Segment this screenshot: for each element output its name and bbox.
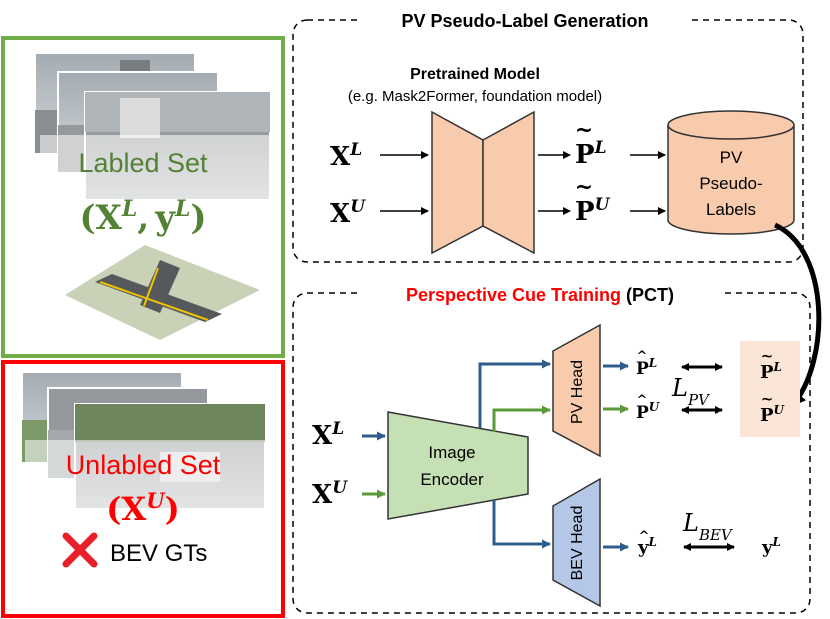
arrow-encoder-to-pvhead-unlabeled — [492, 405, 551, 432]
svg-text:PL: PL — [575, 138, 607, 170]
db-label-line-1: PV — [720, 148, 743, 167]
pv-head-label: PV Head — [569, 360, 586, 424]
pct-panel: Perspective Cue Training(PCT) XL XU Imag… — [292, 280, 811, 614]
svg-text:PU: PU — [760, 403, 786, 426]
unlabeled-set-title: Unlabled Set — [66, 450, 221, 480]
unlabeled-set-panel: Unlabled Set (XU) BEV GTs — [1, 360, 285, 618]
svg-text:yL: yL — [637, 535, 657, 558]
svg-text:PL: PL — [636, 356, 657, 379]
pretrained-model-shape — [431, 110, 535, 255]
db-label-line-2: Pseudo- — [699, 174, 762, 193]
svg-text:~: ~ — [761, 390, 774, 408]
pv-pseudo-labels-database: PV Pseudo- Labels — [667, 110, 795, 235]
pseudo-label-supervision-arrow — [773, 222, 822, 407]
pv-loss-label: LPV — [671, 374, 711, 409]
labeled-set-title: Labled Set — [78, 148, 208, 178]
pretrained-model-subtitle: (e.g. Mask2Former, foundation model) — [348, 88, 602, 105]
pv-pred-pu: ^ PU — [636, 393, 661, 423]
pct-input-xu: XU — [312, 478, 348, 510]
arrow-encoder-to-bevhead — [492, 500, 551, 549]
bev-loss-label: LBEV — [682, 509, 734, 544]
pv-head: PV Head — [552, 323, 601, 458]
pv-generation-title: PV Pseudo-Label Generation — [401, 11, 648, 31]
encoder-label-line-2: Encoder — [420, 470, 484, 489]
pct-title: Perspective Cue Training(PCT) — [406, 285, 674, 305]
db-label-line-3: Labels — [706, 200, 756, 219]
labeled-set-math: (XL,yL) — [79, 196, 206, 238]
pv-output-pu: ~ PU — [575, 174, 611, 227]
pv-input-xl: XL — [330, 140, 362, 172]
labeled-set-panel: Labled Set (XL,yL) — [1, 36, 285, 358]
cross-icon — [62, 532, 98, 568]
encoder-label-line-1: Image — [428, 443, 475, 462]
bev-map-illustration — [65, 245, 260, 340]
svg-text:PU: PU — [636, 400, 661, 423]
svg-text:^: ^ — [639, 529, 650, 544]
bev-pred: ^ yL — [637, 529, 657, 558]
pv-pred-pl: ^ PL — [636, 349, 657, 379]
no-bev-gt-label: BEV GTs — [110, 540, 207, 567]
svg-text:^: ^ — [637, 349, 648, 364]
svg-text:~: ~ — [575, 117, 593, 143]
bev-target: yL — [761, 535, 781, 558]
pv-output-pl: ~ PL — [575, 117, 607, 170]
image-encoder: Image Encoder — [387, 411, 529, 520]
arrow-encoder-to-pvhead-labeled — [478, 359, 551, 428]
pv-generation-panel: PV Pseudo-Label Generation Pretrained Mo… — [292, 6, 804, 263]
pretrained-model-title: Pretrained Model — [410, 66, 540, 83]
pv-target-background — [740, 341, 800, 437]
pv-target-pl: ~ PL — [760, 347, 782, 383]
svg-text:~: ~ — [575, 174, 593, 200]
pv-target-pu: ~ PU — [760, 390, 786, 426]
svg-text:PU: PU — [575, 195, 611, 227]
svg-text:PL: PL — [760, 360, 782, 383]
pv-input-xu: XU — [330, 197, 366, 229]
bev-head-label: BEV Head — [569, 506, 586, 581]
svg-text:^: ^ — [637, 393, 648, 408]
svg-text:~: ~ — [761, 347, 774, 365]
unlabeled-set-math: (XU) — [106, 488, 179, 529]
bev-head: BEV Head — [552, 477, 601, 608]
pct-input-xl: XL — [312, 419, 344, 451]
